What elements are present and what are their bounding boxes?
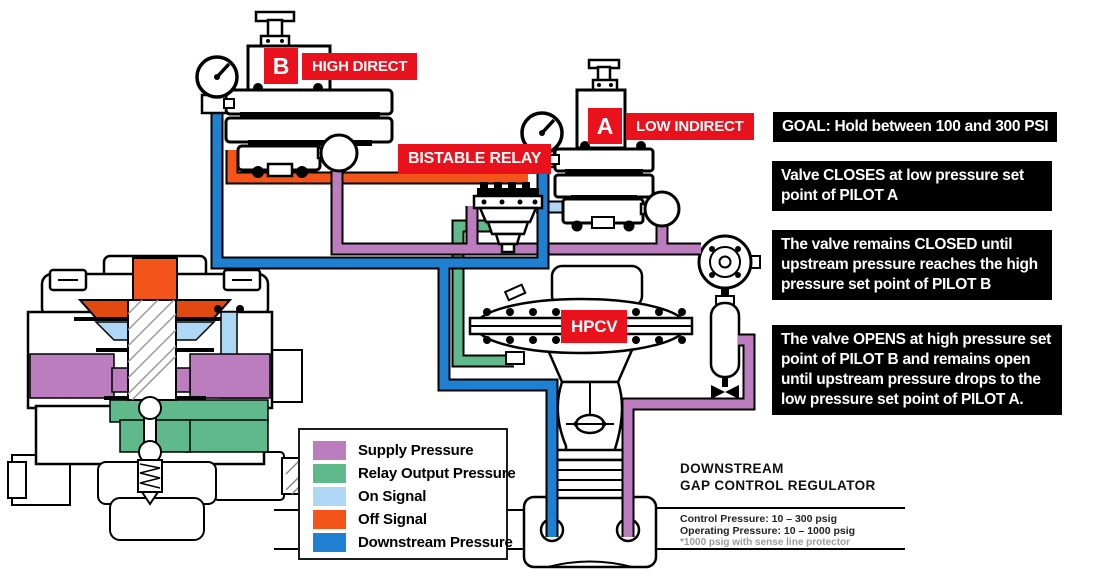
flange-bolts [483, 308, 686, 344]
hpcv-green-tab [505, 351, 525, 365]
legend-item-relay-output: Relay Output Pressure [313, 462, 516, 485]
hatch-lines [127, 299, 177, 401]
pipe-supply [330, 156, 756, 537]
control-valve-body [522, 495, 658, 569]
legend-label: Downstream Pressure [358, 534, 513, 551]
hpcv-label: HPCV [561, 310, 628, 343]
legend-label: On Signal [358, 488, 427, 505]
downstream-swatch [313, 533, 346, 552]
regulator-title-line1: DOWNSTREAM [680, 461, 784, 476]
legend: Supply Pressure Relay Output Pressure On… [298, 428, 516, 560]
pipe-off-signal [225, 150, 528, 185]
bistable-relay-drawing [472, 182, 544, 254]
sense-line-note: *1000 psig with sense line protector [680, 537, 851, 548]
off-signal-swatch [313, 510, 346, 529]
pilot-a-badge: A [588, 108, 622, 144]
regulator-specs: Control Pressure: 10 – 300 psig Operatin… [680, 513, 856, 549]
legend-label: Relay Output Pressure [358, 465, 516, 482]
legend-item-downstream: Downstream Pressure [313, 531, 513, 554]
legend-item-supply: Supply Pressure [313, 439, 506, 462]
relay-output-swatch [313, 464, 346, 483]
supply-swatch [313, 441, 346, 460]
pilot-b-label: HIGH DIRECT [302, 53, 418, 80]
legend-item-off-signal: Off Signal [313, 508, 506, 531]
on-signal-swatch [313, 487, 346, 506]
control-pressure-spec: Control Pressure: 10 – 300 psig [680, 513, 837, 525]
note-goal: GOAL: Hold between 100 and 300 PSI [773, 112, 1058, 142]
note-valve-opens: The valve OPENS at high pressure set poi… [772, 325, 1062, 415]
pilot-a-label: LOW INDIRECT [626, 113, 754, 140]
legend-label: Supply Pressure [358, 442, 474, 459]
note-valve-closes: Valve CLOSES at low pressure set point o… [772, 161, 1052, 211]
bistable-relay-label: BISTABLE RELAY [398, 144, 552, 174]
operating-pressure-spec: Operating Pressure: 10 – 1000 psig [680, 524, 856, 537]
pilot-b-badge: B [264, 48, 298, 84]
hpcv-actuator [468, 264, 694, 500]
regulator-title-line2: GAP CONTROL REGULATOR [680, 478, 876, 493]
legend-label: Off Signal [358, 511, 427, 528]
pilot-a-drawing [520, 58, 681, 232]
note-remains-closed: The valve remains CLOSED until upstream … [772, 230, 1052, 300]
legend-item-on-signal: On Signal [313, 485, 506, 508]
relay-cutaway-drawing [7, 254, 317, 541]
regulator-title: DOWNSTREAM GAP CONTROL REGULATOR [680, 460, 876, 494]
supply-flange-and-dripwell [697, 234, 761, 407]
